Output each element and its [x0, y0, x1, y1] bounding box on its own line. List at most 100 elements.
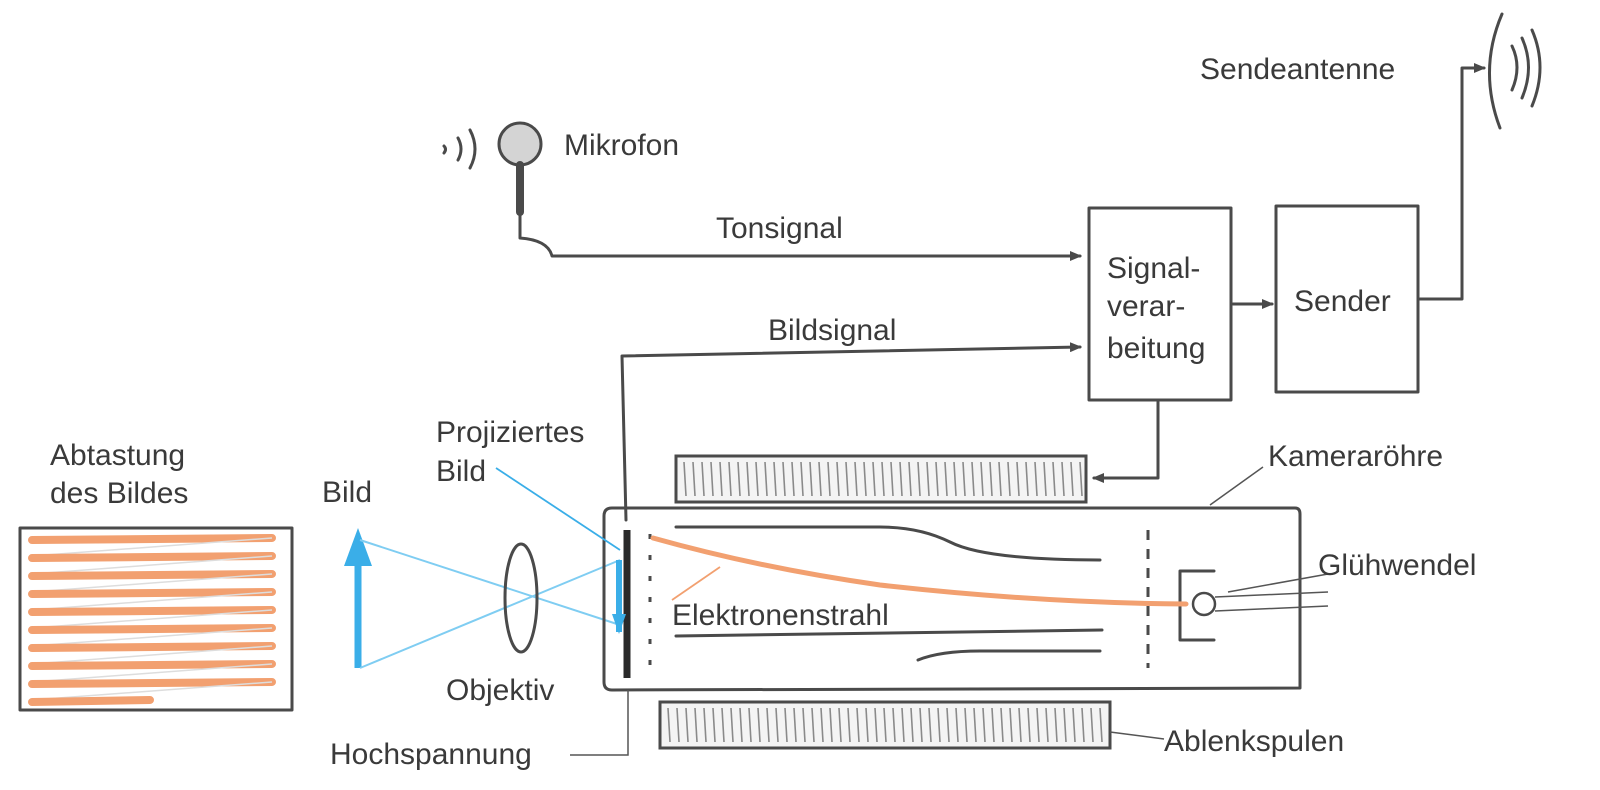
coil-winding [935, 461, 939, 497]
retrace-line [31, 627, 273, 647]
coil-winding [1072, 707, 1076, 743]
coil-winding [1099, 707, 1103, 743]
coil-winding [764, 461, 768, 497]
signal-processing-box [1087, 206, 1233, 402]
coil-winding [881, 461, 885, 497]
coil-winding [847, 707, 851, 743]
coil-winding [784, 707, 788, 743]
coil-winding [721, 707, 725, 743]
light-rays [359, 539, 621, 669]
coil-winding [782, 461, 786, 497]
coil-winding [757, 707, 761, 743]
coil-winding [1045, 707, 1049, 743]
coil-winding [710, 461, 714, 497]
coil-winding [1007, 461, 1011, 497]
coil-winding [1061, 461, 1065, 497]
scanning-frame [18, 526, 294, 712]
coil-winding [809, 461, 813, 497]
sender-label: Sender [1294, 285, 1391, 318]
coil-winding [694, 707, 698, 743]
coil-winding [793, 707, 797, 743]
video-signal-arrow [620, 342, 1082, 522]
coil-winding [1054, 707, 1058, 743]
coil-winding [899, 461, 903, 497]
coil-winding [739, 707, 743, 743]
projected-image-label-line2: Bild [436, 455, 486, 488]
object-arrow-icon [344, 528, 372, 668]
coil-winding [953, 461, 957, 497]
coil-winding [1043, 461, 1047, 497]
coil-winding [676, 707, 680, 743]
coil-winding [683, 461, 687, 497]
coil-winding [845, 461, 849, 497]
coil-winding [1034, 461, 1038, 497]
scanning-label-line2: des Bildes [50, 477, 188, 510]
coil-winding [890, 461, 894, 497]
microphone-icon [497, 121, 543, 216]
retrace-line [31, 555, 273, 575]
coil-winding [892, 707, 896, 743]
coil-winding [1009, 707, 1013, 743]
scanning-panel [18, 526, 294, 712]
coil-winding [964, 707, 968, 743]
coil-winding [854, 461, 858, 497]
coil-winding [1016, 461, 1020, 497]
lens-icon [503, 542, 539, 654]
coil-winding [773, 461, 777, 497]
coil-winding [1018, 707, 1022, 743]
signal-processing-line3: beitung [1107, 332, 1205, 365]
scan-line [28, 678, 276, 688]
coil-winding [712, 707, 716, 743]
scan-line [28, 570, 276, 580]
scanning-label-line1: Abtastung [50, 439, 185, 472]
scan-line [28, 588, 276, 598]
coil-winding [865, 707, 869, 743]
coil-winding [955, 707, 959, 743]
gluehwendel-label: Glühwendel [1318, 549, 1476, 582]
coil-winding [998, 461, 1002, 497]
processing-to-coils-arrow [1092, 400, 1160, 483]
coil-winding [748, 707, 752, 743]
coil-winding [838, 707, 842, 743]
coil-winding [1000, 707, 1004, 743]
coil-winding [910, 707, 914, 743]
scan-lines [28, 534, 276, 706]
retrace-line [31, 591, 273, 611]
scan-line [28, 642, 276, 652]
sender-box [1274, 204, 1420, 394]
coil-winding [701, 461, 705, 497]
coil-winding [1063, 707, 1067, 743]
coil-winding [775, 707, 779, 743]
ablenkspulen-label: Ablenkspulen [1164, 725, 1344, 758]
retrace-line [31, 573, 273, 593]
coil-winding [703, 707, 707, 743]
coil-winding [982, 707, 986, 743]
coil-winding [919, 707, 923, 743]
bild-label: Bild [322, 476, 372, 509]
coil-winding [971, 461, 975, 497]
coil-winding [917, 461, 921, 497]
coil-winding [1081, 707, 1085, 743]
scan-line [28, 660, 276, 670]
scan-line [28, 606, 276, 616]
kameraroehre-label: Kameraröhre [1268, 440, 1443, 473]
coil-winding [863, 461, 867, 497]
coil-winding [719, 461, 723, 497]
coil-windings-bottom [667, 707, 1103, 743]
leader-lines [495, 466, 1329, 756]
audio-signal-arrow [518, 212, 1082, 261]
coil-winding [1079, 461, 1083, 497]
coil-winding [791, 461, 795, 497]
coil-winding [1027, 707, 1031, 743]
coil-winding [1025, 461, 1029, 497]
mikrofon-label: Mikrofon [564, 129, 679, 162]
tube-envelope [602, 506, 1302, 692]
coil-winding [829, 707, 833, 743]
camera-tube [602, 454, 1329, 750]
coil-winding [811, 707, 815, 743]
bildsignal-label: Bildsignal [768, 314, 896, 347]
coil-winding [991, 707, 995, 743]
coil-winding [667, 707, 671, 743]
coil-winding [692, 461, 696, 497]
